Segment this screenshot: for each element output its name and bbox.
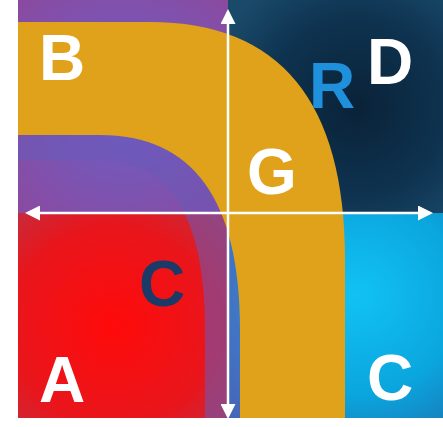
quadrant-letter: D (367, 30, 413, 94)
band-letter: G (247, 140, 297, 204)
golden-band (18, 22, 345, 418)
quadrant-letter: C (367, 346, 413, 410)
vertical-axis (227, 12, 230, 416)
horizontal-axis (28, 212, 430, 215)
quadrant-letter: B (39, 26, 85, 90)
region-letter: R (309, 54, 355, 118)
quadrant-letter: A (39, 348, 85, 412)
region-letter: C (139, 252, 185, 316)
